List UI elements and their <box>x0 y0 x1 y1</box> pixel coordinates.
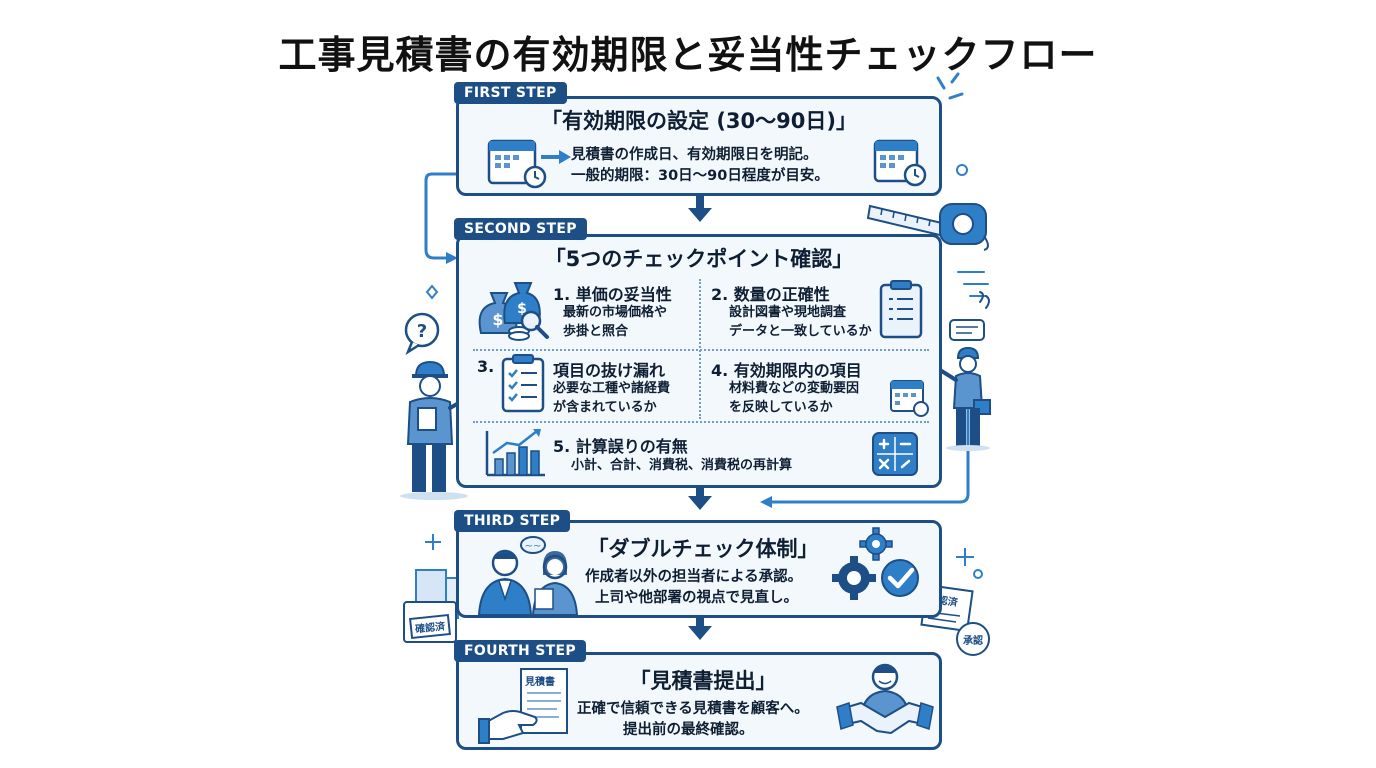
document-label: 見積書 <box>525 677 555 688</box>
step2-tab: SECOND STEP <box>454 218 587 240</box>
step3-box: ~~ 「ダブルチェック体制」 作成者以外の担当者による承認。 上司や他部署の視点… <box>456 520 942 618</box>
money-bags-icon: $ $ <box>478 282 549 341</box>
worker-left-icon <box>400 360 468 500</box>
check-item-1-title: 1. 単価の妥当性 <box>553 285 672 304</box>
check-item-3-line1: 必要な工種や諸経費 <box>553 381 671 396</box>
svg-text:$: $ <box>492 310 503 329</box>
check-item-2-title: 2. 数量の正確性 <box>711 285 830 304</box>
stamped-documents-left: 確認済 <box>402 566 462 650</box>
grid-divider-horizontal-2 <box>473 421 929 423</box>
document-stack-icon <box>403 569 459 643</box>
grid-divider-horizontal-1 <box>473 349 929 351</box>
step1-tab: FIRST STEP <box>454 82 567 104</box>
calendar-clock-icon <box>873 139 927 187</box>
stamp-checked-left: 確認済 <box>409 613 451 640</box>
step1-heading: 「有効期限の設定 (30〜90日)」 <box>541 109 857 133</box>
check-item-3-line2: が含まれているか <box>553 400 657 415</box>
checklist-icon <box>501 354 545 413</box>
tape-measure-icon <box>866 203 989 251</box>
check-item-4-line2: を反映しているか <box>729 400 833 415</box>
check-item-4-title: 4. 有効期限内の項目 <box>711 361 862 380</box>
step3-heading: 「ダブルチェック体制」 <box>587 537 819 561</box>
bar-chart-icon <box>485 429 545 477</box>
gears-check-icon <box>832 527 919 600</box>
step4-line2: 提出前の最終確認。 <box>623 722 754 738</box>
check-item-5-title: 5. 計算誤りの有無 <box>553 437 688 456</box>
check-item-2-line2: データと一致しているか <box>729 324 872 339</box>
svg-text:~~: ~~ <box>525 541 542 552</box>
step3-line2: 上司や他部署の視点で見直し。 <box>595 590 798 606</box>
svg-text:$: $ <box>517 301 527 317</box>
step2-heading: 「5つのチェックポイント確認」 <box>544 247 854 271</box>
check-item-4-line1: 材料費などの変動要因 <box>729 381 860 396</box>
step4-heading: 「見積書提出」 <box>629 669 777 693</box>
step1-box: 「有効期限の設定 (30〜90日)」 見積書の作成日、有効期限日を明記。 一般的… <box>456 96 942 196</box>
question-bubble-icon: ? <box>404 312 440 356</box>
calculator-icon <box>872 432 918 476</box>
check-item-3-number: 3. <box>477 357 495 376</box>
check-item-2-line1: 設計図書や現地調査 <box>729 305 847 320</box>
step4-line1: 正確で信頼できる見積書を顧客へ。 <box>577 701 809 717</box>
calendar-small-icon <box>890 380 929 417</box>
calendar-arrow-icon <box>487 139 571 189</box>
step1-line1: 見積書の作成日、有効期限日を明記。 <box>571 147 818 163</box>
team-people-icon: ~~ <box>477 536 579 616</box>
check-item-1-line2: 歩掛と照合 <box>563 324 629 339</box>
step2-box: 「5つのチェックポイント確認」 $ $ 1. 単価の妥当性 最新の市場価格や 歩… <box>456 234 942 488</box>
handshake-person-icon <box>836 663 934 735</box>
stamp-approved: 承認 <box>956 622 990 656</box>
clipboard-checklist-icon <box>879 280 923 339</box>
step4-box: 見積書 「見積書提出」 正確で信頼できる見積書を顧客へ。 提出前の最終確認。 <box>456 652 942 750</box>
check-item-1-line1: 最新の市場価格や <box>563 305 668 320</box>
step1-line2: 一般的期限：30日〜90日程度が目安。 <box>571 168 829 184</box>
svg-text:?: ? <box>417 321 427 342</box>
step4-tab: FOURTH STEP <box>454 640 586 662</box>
check-item-5-line1: 小計、合計、消費税、消費税の再計算 <box>571 458 793 473</box>
check-item-3-title: 項目の抜け漏れ <box>553 361 666 380</box>
hand-icon <box>478 710 538 744</box>
worker-right-icon <box>938 291 991 451</box>
page-title: 工事見積書の有効期限と妥当性チェックフロー <box>278 33 1098 77</box>
step3-tab: THIRD STEP <box>454 510 571 532</box>
step3-line1: 作成者以外の担当者による承認。 <box>585 569 803 585</box>
